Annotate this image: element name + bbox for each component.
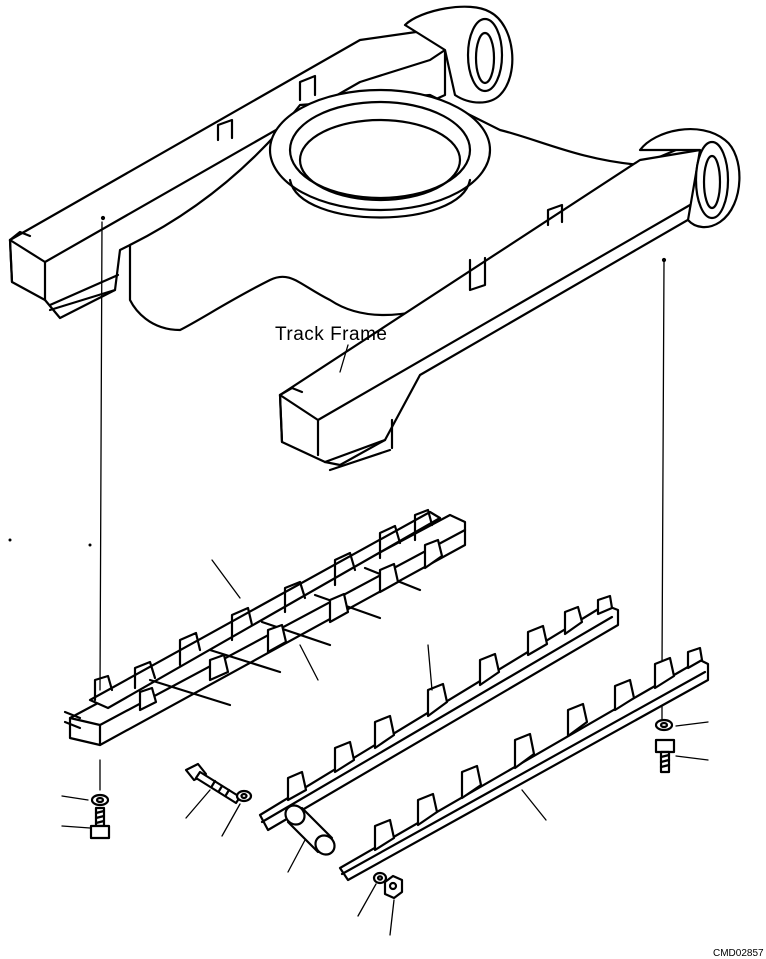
- right-washer: [654, 718, 674, 732]
- right-bolt: [654, 738, 676, 774]
- left-alignment-line: [99, 221, 103, 791]
- spacer-bushing: [284, 804, 336, 856]
- long-bolt: [184, 762, 242, 805]
- swing-circle: [268, 88, 492, 212]
- nut-washer: [372, 871, 388, 885]
- leader-upper-guard-2: [299, 644, 319, 681]
- track-frame-right-rail: [278, 148, 707, 467]
- hex-nut: [383, 874, 404, 900]
- track-frame: [8, 5, 741, 472]
- track-guard-assembly-right: [338, 646, 710, 882]
- leader-upper-guard: [211, 559, 241, 599]
- left-bolt: [89, 806, 111, 840]
- track-guard-assembly-left: [63, 508, 467, 747]
- figure-code: CMD02857: [713, 948, 764, 959]
- bolt-washer: [235, 789, 253, 803]
- right-alignment-line: [661, 261, 665, 721]
- track-frame-label: Track Frame: [275, 324, 387, 345]
- track-guard-assembly-center: [258, 594, 620, 832]
- leader-right-guard: [521, 789, 547, 821]
- left-washer: [90, 793, 110, 807]
- track-frame-label-leader: [339, 344, 349, 373]
- leader-center-guard: [427, 644, 433, 691]
